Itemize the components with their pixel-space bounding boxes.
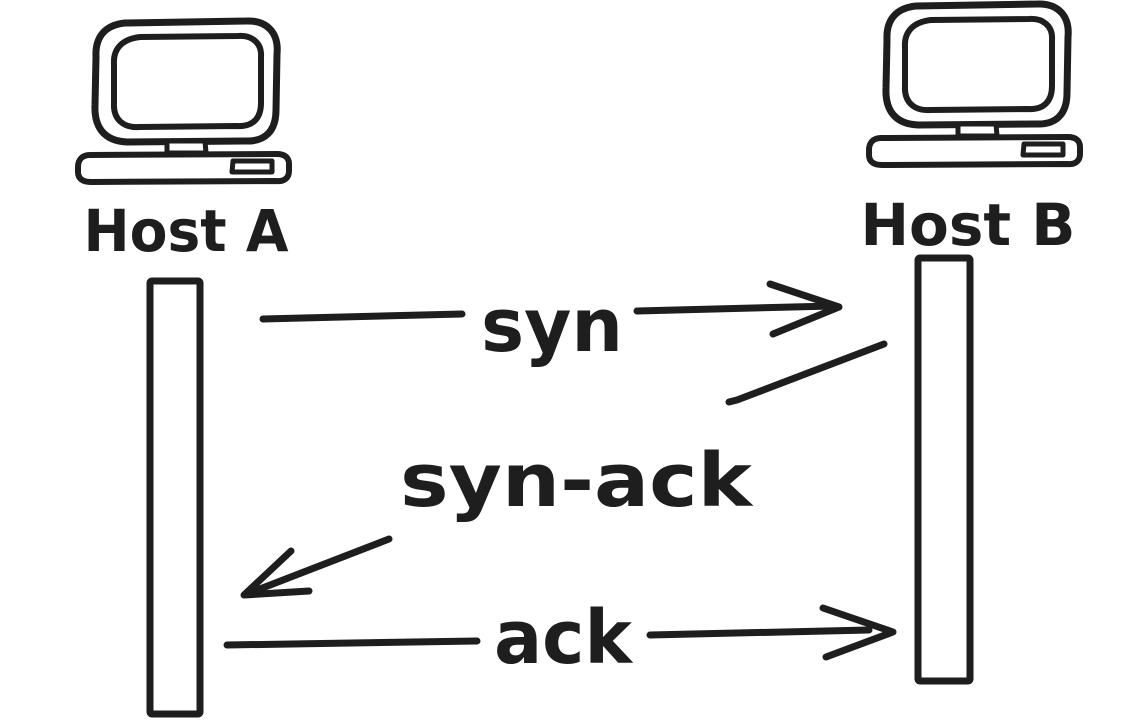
syn-arrowhead-icon	[766, 280, 843, 338]
message-ack-label: ack	[494, 595, 634, 681]
message-syn-ack-arrow	[240, 340, 888, 599]
syn-line-left	[259, 310, 466, 323]
syn-ack-line-upper	[725, 340, 888, 406]
message-syn-ack-label: syn-ack	[400, 438, 754, 524]
lifeline-host-a	[146, 277, 204, 718]
syn-ack-arrowhead-icon	[240, 547, 313, 599]
host-b-label: Host B	[861, 191, 1076, 259]
computer-icon-host-a	[78, 21, 289, 182]
ack-line-right	[646, 626, 873, 639]
syn-ack-line-lower	[243, 535, 393, 598]
message-syn-arrow	[259, 280, 843, 338]
message-ack-arrow	[223, 604, 897, 661]
computer-icon-host-b	[869, 4, 1080, 165]
syn-line-right	[633, 302, 837, 315]
ack-arrowhead-icon	[819, 604, 897, 661]
host-a-label: Host A	[84, 197, 289, 265]
message-syn-label: syn	[481, 283, 623, 369]
ack-line-left	[223, 637, 481, 649]
lifeline-host-b	[914, 254, 974, 685]
